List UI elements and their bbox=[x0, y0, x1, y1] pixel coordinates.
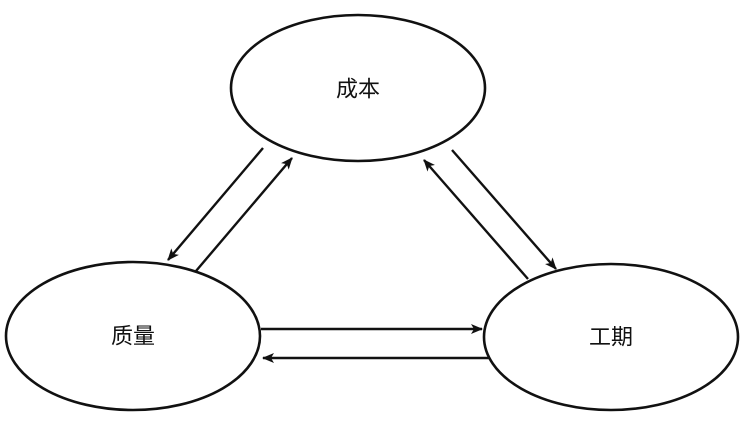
node-quality: 质量 bbox=[4, 260, 262, 412]
node-quality-label: 质量 bbox=[111, 325, 155, 350]
node-cost: 成本 bbox=[229, 13, 487, 163]
node-cost-label: 成本 bbox=[336, 78, 380, 103]
arrow-schedule-to-cost bbox=[423, 159, 529, 280]
arrow-quality-to-cost bbox=[195, 157, 293, 272]
node-schedule: 工期 bbox=[482, 262, 740, 412]
node-schedule-ellipse bbox=[482, 262, 740, 412]
arrow-cost-to-quality bbox=[167, 147, 264, 261]
arrow-cost-to-schedule bbox=[451, 149, 557, 270]
node-cost-ellipse bbox=[229, 13, 487, 163]
node-schedule-label: 工期 bbox=[589, 326, 633, 351]
node-quality-ellipse bbox=[4, 260, 262, 412]
